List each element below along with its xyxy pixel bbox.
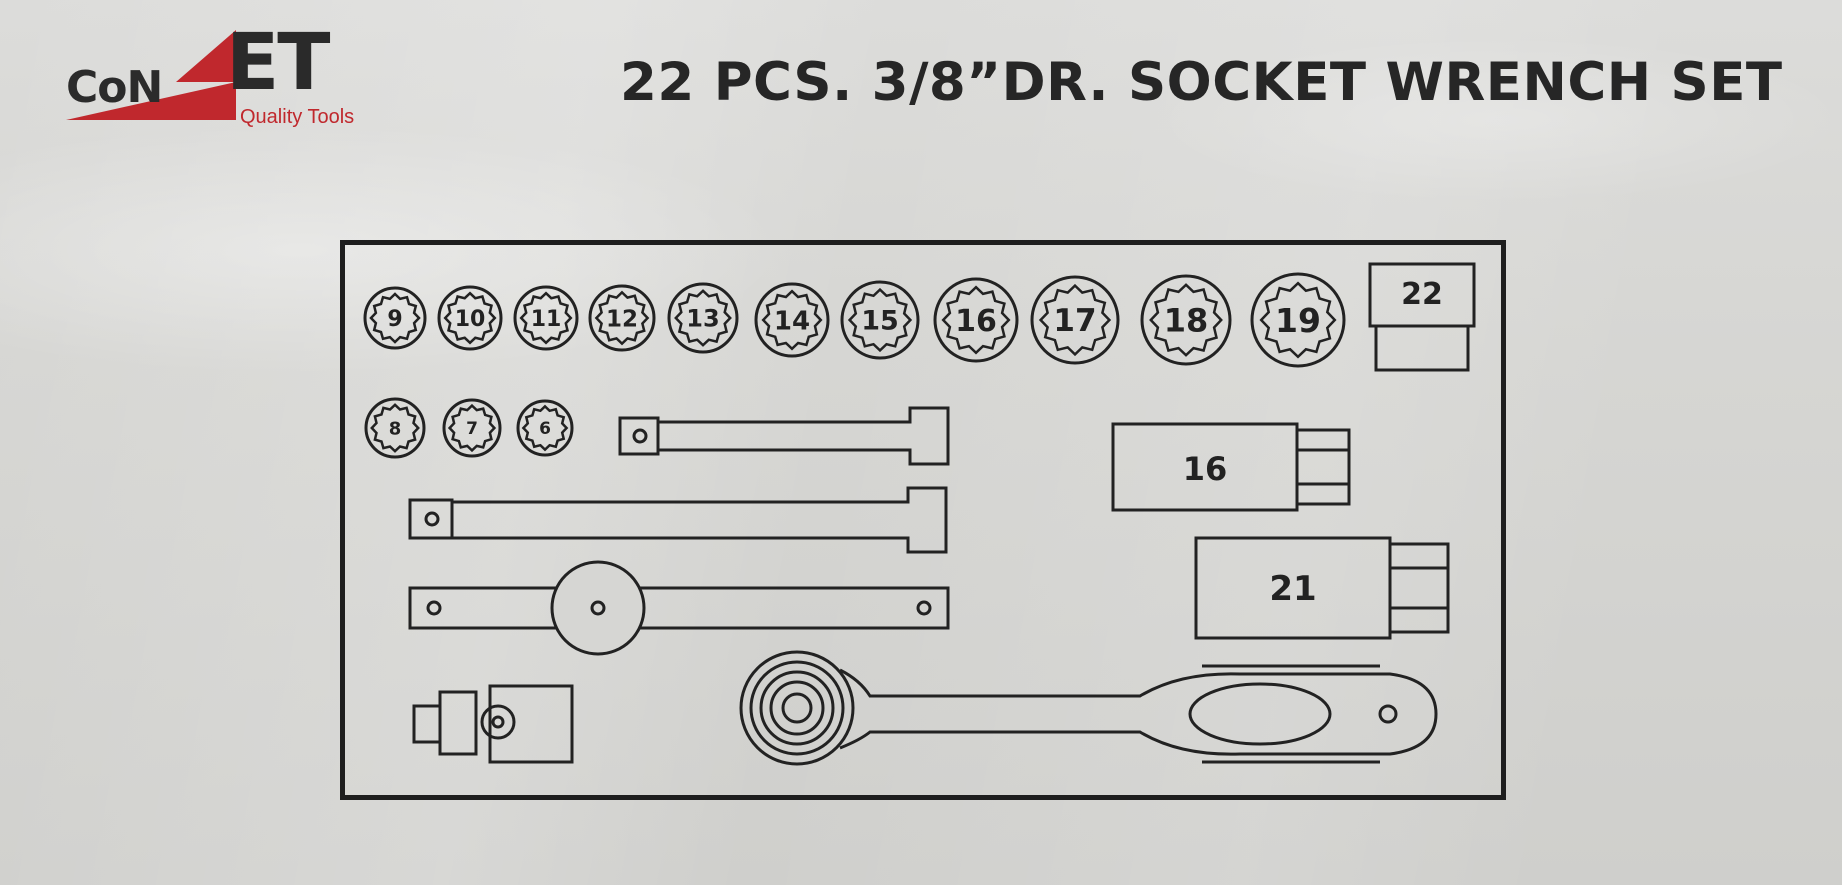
socket-8-label: 8 [389,418,402,439]
socket-7: 7 [442,398,502,458]
socket-12-label: 12 [606,306,638,332]
socket-9-label: 9 [387,307,402,332]
deep-socket-21-label: 21 [1269,569,1316,609]
socket-9: 9 [363,286,427,350]
deep-socket-16: 16 [1111,422,1351,512]
diagram-outline [340,240,1506,800]
socket-14-label: 14 [774,306,810,336]
socket-11: 11 [513,285,579,351]
socket-6-label: 6 [539,419,551,439]
product-title: 22 PCS. 3/8”DR. SOCKET WRENCH SET [620,52,1783,113]
socket-13-label: 13 [686,305,719,333]
ratchet-handle [739,650,1438,766]
socket-12: 12 [588,284,656,352]
square-socket: 22 [1368,262,1476,372]
socket-15-label: 15 [861,306,899,337]
universal-joint [412,684,574,764]
socket-18-label: 18 [1164,302,1209,340]
socket-13: 13 [667,282,739,354]
socket-18: 18 [1140,274,1232,366]
socket-15: 15 [840,280,920,360]
socket-17-label: 17 [1053,303,1096,339]
sliding-t-bar [408,560,950,656]
logo-red-swoosh [66,30,236,120]
socket-19: 19 [1250,272,1346,368]
brand-logo: CoN ET Quality Tools [66,18,406,132]
tool-layout-diagram: 22 [340,240,1506,800]
socket-16-label: 16 [955,304,997,339]
socket-6: 6 [516,399,574,457]
socket-17: 17 [1030,275,1120,365]
square-socket-label: 22 [1401,277,1443,312]
extension-bar-long [408,486,948,554]
deep-socket-16-label: 16 [1183,450,1228,488]
socket-11-label: 11 [531,307,562,332]
logo-text-et: ET [226,18,330,108]
diagram-canvas: 22 [340,240,1506,800]
socket-14: 14 [754,282,830,358]
sockets-layer: 9 10 11 12 13 14 15 16 17 18 19 8 7 6 [363,272,1346,459]
socket-16: 16 [933,277,1019,363]
logo-text-con: CoN [66,62,163,113]
socket-10-label: 10 [455,307,486,332]
extension-bar-short [618,406,950,466]
socket-8: 8 [364,397,426,459]
socket-10: 10 [437,285,503,351]
logo-tagline: Quality Tools [240,106,355,128]
socket-19-label: 19 [1275,301,1321,340]
deep-socket-21: 21 [1194,536,1450,640]
socket-7-label: 7 [466,419,478,439]
